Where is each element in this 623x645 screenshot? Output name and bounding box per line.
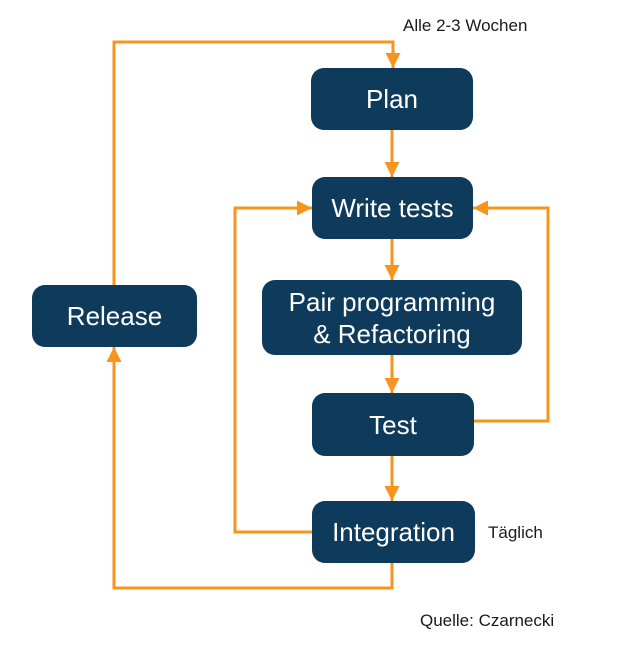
node-write-tests-label: Write tests [331, 193, 454, 223]
node-integration: Integration [312, 501, 475, 563]
cycle-annotation-weeks: Alle 2-3 Wochen [403, 16, 528, 35]
node-write-tests: Write tests [312, 177, 473, 239]
node-pair-programming-label: Pair programming & Refactoring [288, 286, 496, 349]
arrow-release-to-plan [112, 40, 401, 285]
arrow-integration-to-release [106, 347, 394, 590]
cycle-annotation-daily: Täglich [488, 523, 543, 542]
source-credit: Quelle: Czarnecki [420, 611, 555, 630]
node-release: Release [32, 285, 197, 347]
node-test-label: Test [369, 409, 417, 440]
node-pair-programming: Pair programming & Refactoring [262, 280, 522, 355]
node-integration-label: Integration [332, 517, 455, 547]
node-test: Test [312, 393, 474, 456]
node-release-label: Release [66, 301, 163, 331]
arrow-integration-to-write-tests [233, 200, 312, 534]
node-plan: Plan [311, 68, 473, 130]
node-plan-label: Plan [365, 84, 419, 114]
arrow-test-to-write-tests [473, 200, 550, 423]
